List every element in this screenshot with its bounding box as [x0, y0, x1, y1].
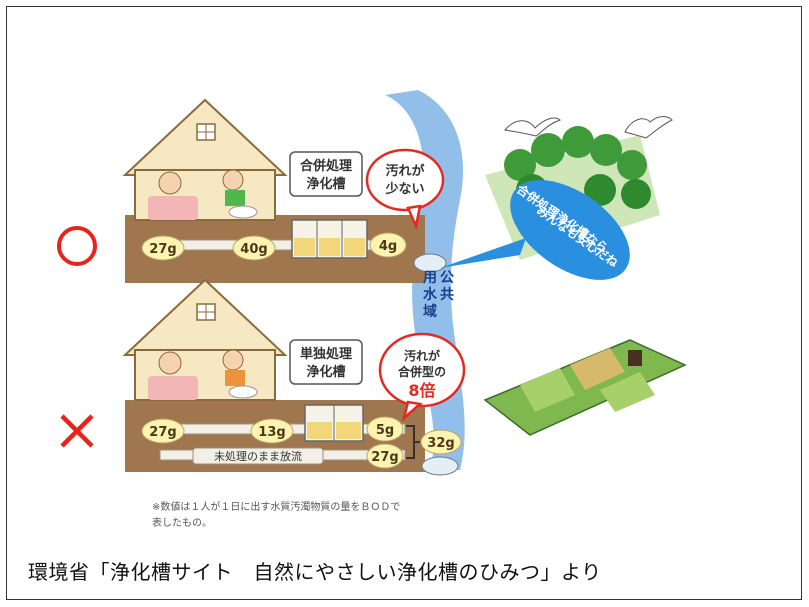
svg-text:単独処理: 単独処理: [300, 346, 352, 362]
value-label-top-home: 27g: [141, 235, 185, 261]
footnote-line2: 表したもの。: [152, 516, 212, 529]
value-label-bottom-total: 32g: [420, 429, 462, 455]
tank-bottom: [304, 404, 364, 442]
tank-top: [291, 219, 368, 259]
svg-text:少ない: 少ない: [384, 181, 424, 197]
farm-fields: [483, 339, 687, 436]
total-bracket: [406, 425, 420, 459]
value-label-bottom-pipe: 13g: [250, 418, 294, 444]
svg-text:合併型の: 合併型の: [398, 364, 446, 379]
dirt-bubble-top: 汚れが 少ない: [365, 148, 445, 231]
value-label-top-pipe: 40g: [232, 235, 276, 261]
bad-mark-cross: [60, 414, 94, 448]
good-mark-circle: [57, 226, 97, 266]
river-label: 公共用水域: [423, 270, 454, 320]
septic-tank-diagram: 合併処理 浄化槽 27g 40g 4g 汚れが 少ない: [57, 90, 687, 529]
value-label-bottom-out: 5g: [366, 416, 404, 442]
svg-text:32g: 32g: [427, 436, 454, 451]
svg-text:8倍: 8倍: [408, 381, 435, 400]
tank-label-bottom: 単独処理 浄化槽: [289, 339, 363, 385]
bird-icon: [504, 116, 673, 139]
tank-label-top: 合併処理 浄化槽: [289, 151, 363, 197]
svg-text:27g: 27g: [149, 425, 176, 440]
svg-text:13g: 13g: [258, 425, 285, 440]
fish-top: [413, 253, 447, 273]
untreated-label: 未処理のまま放流: [192, 447, 324, 465]
house-top: [122, 98, 288, 221]
svg-text:浄化槽: 浄化槽: [306, 364, 345, 380]
svg-text:27g: 27g: [149, 242, 176, 257]
svg-text:27g: 27g: [371, 450, 398, 465]
speech-balloon: 合併処理浄化槽なら みんなも安心だね: [440, 180, 630, 280]
house-bottom: [122, 278, 288, 401]
footnote-line1: ※数値は１人が１日に出す水質汚濁物質の量をＢＯＤで: [152, 500, 400, 513]
dirt-bubble-bottom: 汚れが 合併型の 8倍: [378, 332, 466, 422]
source-caption: 環境省「浄化槽サイト 自然にやさしい浄化槽のひみつ」より: [28, 560, 602, 584]
svg-text:未処理のまま放流: 未処理のまま放流: [214, 449, 302, 463]
svg-text:4g: 4g: [379, 239, 397, 254]
value-label-top-out: 4g: [369, 232, 407, 258]
svg-text:5g: 5g: [376, 423, 394, 438]
fish-bottom: [421, 456, 459, 476]
river-label-text: 公共用水域: [423, 270, 454, 320]
value-label-bottom-home: 27g: [141, 418, 185, 444]
value-label-bottom-untreated: 27g: [366, 443, 404, 469]
svg-text:汚れが: 汚れが: [404, 348, 440, 363]
svg-text:汚れが: 汚れが: [385, 163, 424, 179]
svg-text:40g: 40g: [240, 242, 267, 257]
svg-text:浄化槽: 浄化槽: [306, 176, 345, 192]
svg-text:合併処理: 合併処理: [300, 158, 352, 174]
